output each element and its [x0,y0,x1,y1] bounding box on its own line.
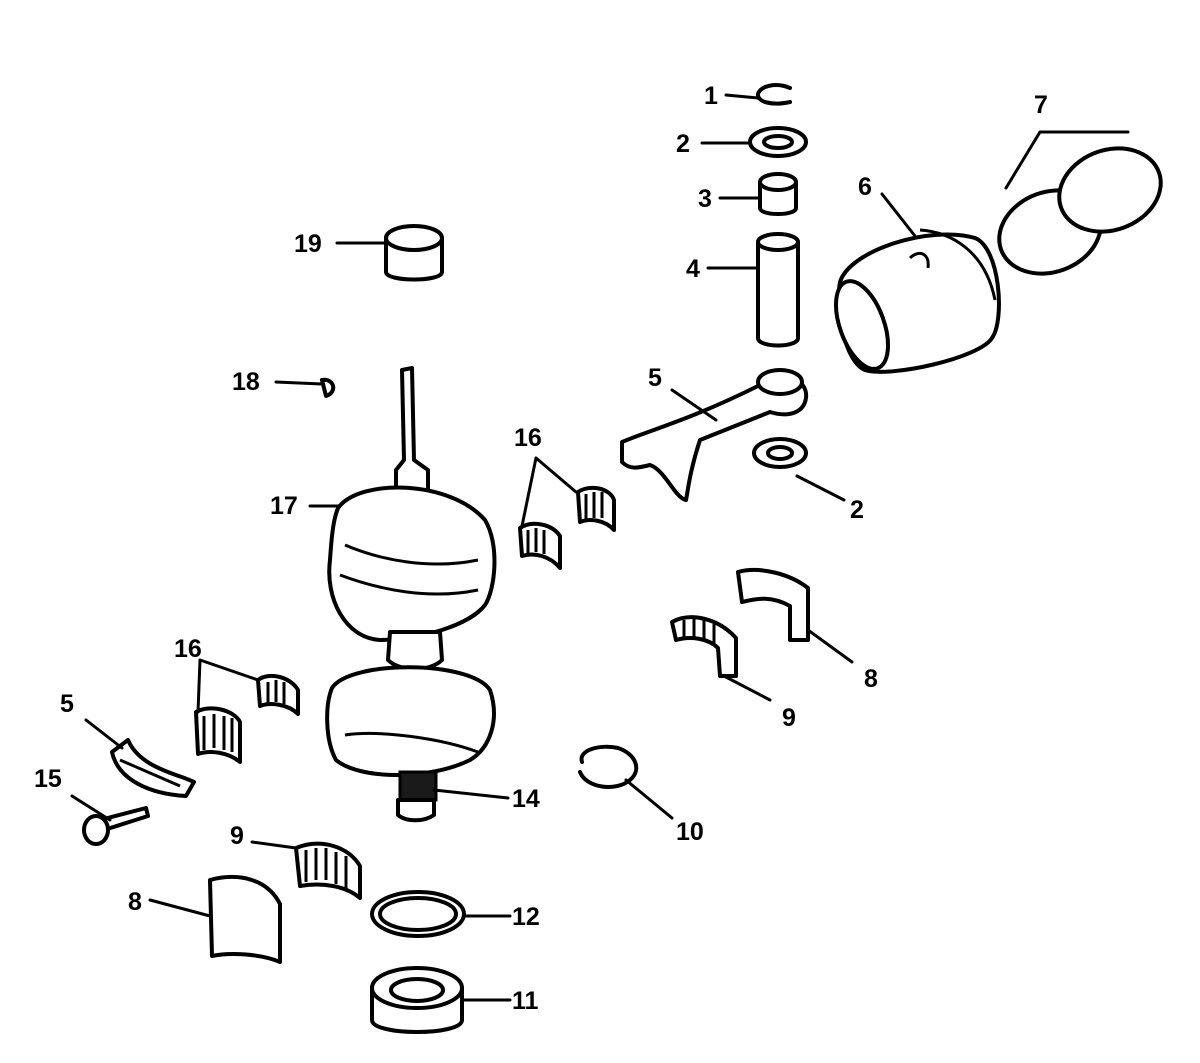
callout-2-top: 2 [676,130,690,158]
callout-15: 15 [34,765,62,793]
callout-8-right: 8 [864,665,878,693]
part-4-wrist-pin [756,232,800,348]
part-5-rod-cap [110,738,196,798]
callout-17: 17 [270,492,298,520]
callout-7: 7 [1034,91,1048,119]
callout-16-bottom: 16 [174,635,202,663]
part-16-needle-cage-lower [194,673,300,764]
callout-19: 19 [294,230,322,258]
part-2-washer-top [748,126,808,158]
callout-8-bottom: 8 [128,888,142,916]
part-5-connecting-rod [620,368,809,502]
part-2-washer-bottom [752,437,808,469]
part-19-bushing [384,224,444,282]
leader-lines [70,93,1130,1002]
part-12-o-ring [370,890,466,938]
callout-9-right: 9 [782,704,796,732]
part-9-main-bearing-bottom [294,841,362,900]
part-15-screw [82,806,150,846]
part-11-oil-seal [370,966,464,1034]
part-16-needle-cage-upper [518,485,616,570]
callout-16-top: 16 [514,424,542,452]
part-17-crankshaft [325,366,497,823]
part-10-snap-ring [578,744,639,789]
callout-labels: 1 2 3 4 6 7 19 18 5 16 17 2 16 5 15 8 9 … [34,82,1048,1015]
callout-4: 4 [686,255,700,283]
part-6-piston [834,228,1001,374]
callout-1: 1 [704,82,718,110]
callout-11: 11 [512,987,539,1015]
part-18-key [320,377,336,398]
callout-9-bottom: 9 [230,822,244,850]
callout-5-top: 5 [648,364,662,392]
part-7-piston-rings [997,146,1163,276]
part-8-bearing-sleeve-bottom [208,875,282,964]
part-3-bearing [758,172,798,216]
callout-3: 3 [698,185,712,213]
part-9-main-bearing-right [670,615,738,678]
callout-5-bottom: 5 [60,690,74,718]
callout-2-bottom: 2 [850,496,864,524]
callout-10: 10 [676,818,704,846]
part-8-bearing-sleeve-right [736,567,810,642]
callout-14: 14 [512,785,540,813]
callout-6: 6 [858,173,872,201]
callout-18: 18 [232,368,260,396]
part-1-retaining-ring [756,83,792,106]
callout-12: 12 [512,903,540,931]
